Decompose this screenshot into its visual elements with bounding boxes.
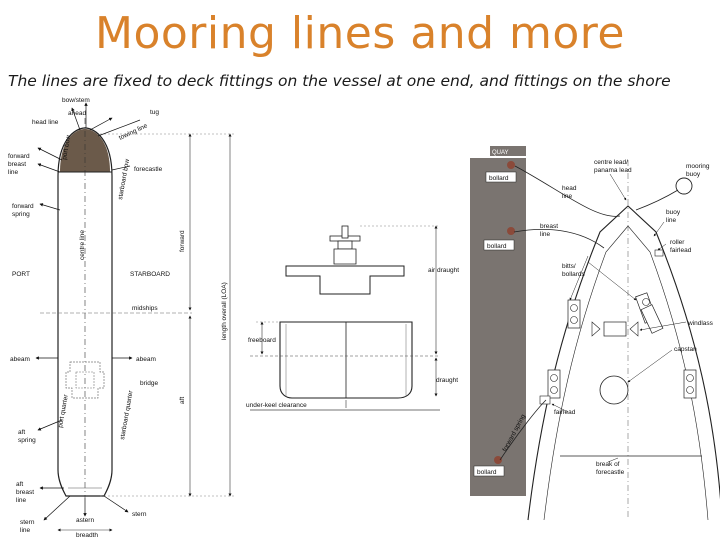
label-port-bow: port bow [61,134,72,160]
cross-section-diagram [250,225,440,411]
bridge-structure [65,361,105,399]
label-abeam-left: abeam [10,356,30,363]
page-title: Mooring lines and more [95,8,625,59]
label-head-line-2: line [562,193,573,200]
quay-area [470,158,526,496]
label-starboard: STARBOARD [130,271,170,278]
label-aft-breast-line-2: breast [16,489,34,496]
bitts-port-upper [567,299,581,329]
label-stern: stern [132,511,147,518]
label-head-line-1: head [562,185,577,192]
label-aft-breast-line-3: line [16,497,27,504]
label-breast-line-1: breast [540,223,558,230]
label-bitts-1: bitts/ [562,263,576,270]
bitts-stbd-lower [640,304,664,334]
label-bridge: bridge [140,380,158,387]
label-forward-spring-2: spring [12,211,30,218]
ship-hull [57,127,113,497]
label-centre-lead-2: panama lead [594,167,632,174]
label-bitts-2: bollards [562,271,586,278]
label-centre-line: centre line [79,230,86,260]
bitts-port-lower [547,369,561,399]
label-buoy-line-1: buoy [666,209,681,216]
label-air-draught: air draught [428,267,459,274]
label-astern: astern [76,517,94,524]
label-abeam-right: abeam [136,356,156,363]
label-stern-line-2: line [20,527,31,534]
label-capstan: capstan [674,346,697,353]
label-mooring-buoy-2: buoy [686,171,701,178]
label-breast-line-2: line [540,231,551,238]
label-midships: midships [132,305,158,312]
label-bollard-mid: bollard [487,243,507,250]
fairlead-fitting [539,395,551,405]
label-forward-breast-line-1: forward [8,153,30,160]
forecastle-shading [60,129,110,172]
label-under-keel-clearance: under-keel clearance [246,402,307,409]
label-forward-spring-1: forward [12,203,34,210]
label-break-of-forecastle-2: forecastle [596,469,625,476]
label-buoy-line-2: line [666,217,677,224]
label-centre-lead-1: centre lead/ [594,159,628,166]
label-forecastle: forecastle [134,166,163,173]
label-roller-fairlead-1: roller [670,239,685,246]
label-aft: aft [179,397,186,404]
label-quay: QUAY [492,150,509,156]
bollard-bottom [473,465,505,477]
label-towing-line: towing line [118,122,149,141]
windlass [591,321,639,337]
label-forward-breast-line-3: line [8,169,19,176]
label-stern-line-1: stern [20,519,35,526]
mooring-buoy [675,177,693,195]
label-starboard-quarter: starboard quarter [119,389,135,440]
label-roller-fairlead-2: fairlead [670,247,692,254]
label-head-line: head line [32,119,59,126]
label-bow-stem: bow/stem [62,97,90,104]
label-tug: tug [150,109,159,116]
capstan [599,375,629,405]
label-ahead: ahead [68,110,86,117]
bollard-top [485,171,517,183]
label-mooring-buoy-1: mooring [686,163,710,170]
label-bollard-bottom: bollard [477,469,497,476]
label-break-of-forecastle-1: break of [596,461,620,468]
label-loa: length overall (LOA) [221,282,228,340]
label-bollard-top: bollard [489,175,509,182]
label-forward-breast-line-2: breast [8,161,26,168]
label-aft-spring-1: aft [18,429,25,436]
bitts-stbd-aft [683,369,697,399]
label-starboard-bow: starboard bow [117,158,131,200]
label-breadth: breadth [76,532,98,539]
label-aft-spring-2: spring [18,437,36,444]
label-port: PORT [12,271,30,278]
label-forward: forward [179,230,186,252]
label-aft-breast-line-1: aft [16,481,23,488]
label-fairlead: fairlead [554,409,576,416]
bollard-mid [483,239,515,251]
label-windlass: windlass [687,320,714,327]
forecastle-outline [527,205,720,521]
label-draught: draught [436,377,458,384]
quay-label-box [490,146,526,156]
label-freeboard: freeboard [248,337,276,344]
page-subtitle: The lines are fixed to deck fittings on … [8,72,671,90]
